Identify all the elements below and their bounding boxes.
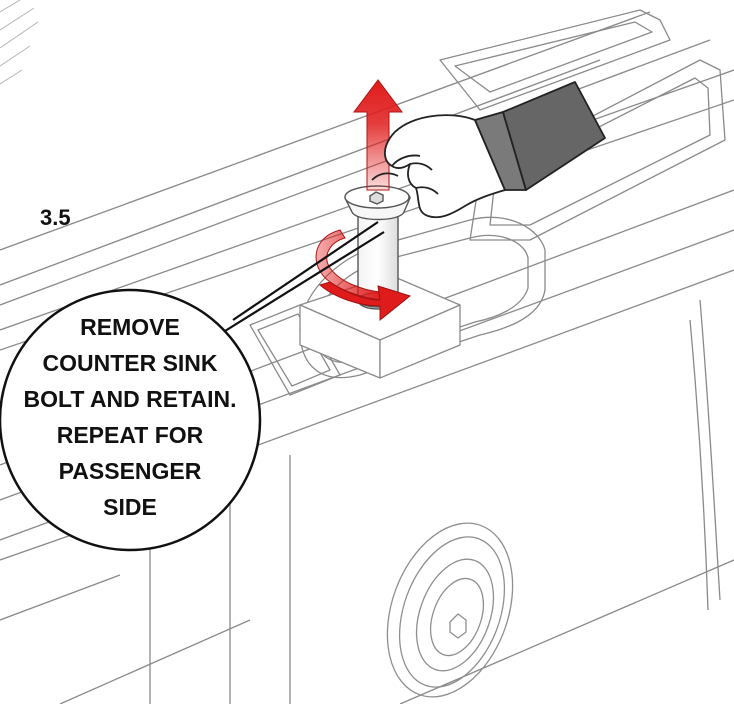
- arrow-up-icon: [353, 79, 403, 191]
- callout-leader: [216, 221, 385, 337]
- rotate-arrow-icon: [315, 229, 412, 322]
- gloved-hand-icon: [371, 81, 606, 219]
- callout-line: BOLT AND RETAIN.: [24, 386, 237, 412]
- callout-line: REMOVE: [80, 314, 180, 340]
- step-number: 3.5: [40, 205, 71, 230]
- latch-mount: [386, 522, 514, 698]
- callout-bubble: REMOVE COUNTER SINK BOLT AND RETAIN. REP…: [0, 288, 262, 552]
- callout-line: PASSENGER: [59, 458, 202, 484]
- corner-hatching: [0, 0, 39, 85]
- callout-line: COUNTER SINK: [42, 350, 217, 376]
- callout-line: REPEAT FOR: [57, 422, 204, 448]
- callout-line: SIDE: [103, 494, 157, 520]
